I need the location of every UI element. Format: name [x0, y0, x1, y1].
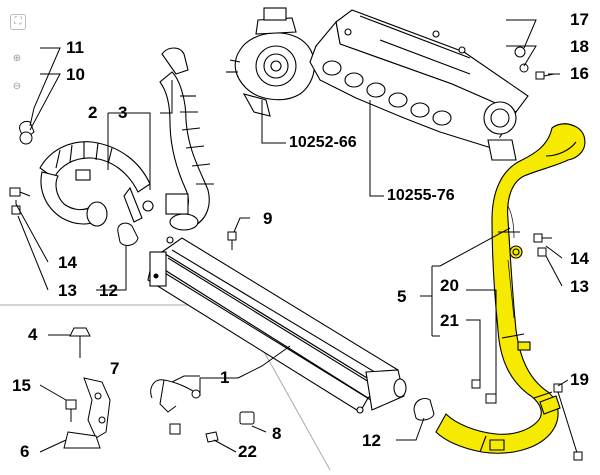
leader-lines — [15, 19, 569, 453]
callout-13-left[interactable]: 13 — [58, 281, 77, 300]
callout-10252-66[interactable]: 10252-66 — [289, 134, 357, 151]
zoom-out-button[interactable]: ⊖ — [10, 80, 24, 94]
callout-21[interactable]: 21 — [440, 311, 459, 330]
callout-1[interactable]: 1 — [220, 368, 230, 387]
callout-18[interactable]: 18 — [570, 37, 589, 56]
callout-12-bottom[interactable]: 12 — [362, 431, 381, 450]
callout-2[interactable]: 2 — [88, 103, 98, 122]
callout-7[interactable]: 7 — [110, 359, 120, 378]
fit-screen-icon: ⛶ — [14, 16, 22, 27]
turbocharger-part — [226, 7, 315, 117]
hose-part-3 — [142, 47, 214, 231]
fit-screen-button[interactable]: ⛶ — [10, 14, 26, 30]
intercooler-part — [147, 236, 407, 414]
callout-6[interactable]: 6 — [20, 442, 30, 461]
small-parts — [9, 46, 583, 461]
highlighted-pipe-part-5 — [435, 123, 586, 454]
callout-13-right[interactable]: 13 — [570, 277, 589, 296]
callout-4[interactable]: 4 — [28, 325, 38, 344]
callout-12-left[interactable]: 12 — [99, 281, 118, 300]
callout-19[interactable]: 19 — [570, 370, 589, 389]
callout-14-left[interactable]: 14 — [58, 253, 77, 272]
callout-9[interactable]: 9 — [263, 209, 273, 228]
callout-14-right[interactable]: 14 — [570, 249, 589, 268]
callout-10255-76[interactable]: 10255-76 — [387, 187, 455, 204]
zoom-in-button[interactable]: ⊕ — [10, 52, 24, 66]
zoom-in-icon: ⊕ — [12, 53, 22, 64]
callout-20[interactable]: 20 — [440, 276, 459, 295]
callout-11[interactable]: 11 — [66, 38, 84, 57]
intake-manifold-part — [309, 9, 529, 161]
callout-15[interactable]: 15 — [12, 376, 31, 395]
hose-part-2 — [39, 141, 151, 227]
callout-5-group[interactable]: 5 — [397, 287, 407, 306]
callout-17[interactable]: 17 — [570, 10, 589, 29]
callout-10[interactable]: 10 — [66, 65, 85, 84]
callout-16[interactable]: 16 — [570, 64, 589, 83]
callout-22[interactable]: 22 — [238, 442, 257, 461]
callout-3[interactable]: 3 — [118, 103, 128, 122]
zoom-out-icon: ⊖ — [12, 81, 22, 92]
callout-8[interactable]: 8 — [272, 424, 282, 443]
